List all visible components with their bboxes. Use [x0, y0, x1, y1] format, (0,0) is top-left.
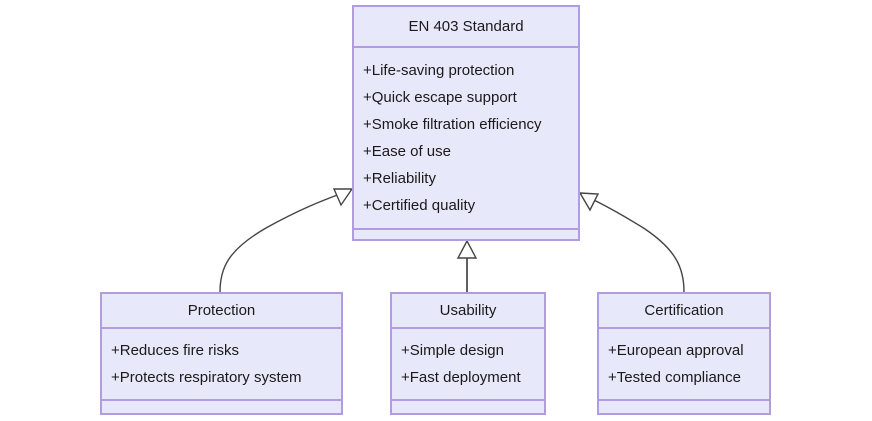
class-box-en403-standard[interactable]: EN 403 Standard +Life-saving protection …: [352, 5, 580, 241]
class-attribute: +Quick escape support: [363, 89, 517, 106]
class-name-en403-standard: EN 403 Standard: [354, 7, 578, 48]
class-box-protection[interactable]: Protection +Reduces fire risks +Protects…: [100, 292, 343, 415]
class-attribute: +Tested compliance: [608, 369, 741, 386]
generalization-usability-to-en403: [456, 239, 478, 292]
class-box-usability[interactable]: Usability +Simple design +Fast deploymen…: [390, 292, 546, 415]
class-attribute: +Simple design: [401, 342, 504, 359]
class-attributes-protection: +Reduces fire risks +Protects respirator…: [102, 329, 341, 401]
class-attribute: +European approval: [608, 342, 744, 359]
class-operations-certification: [599, 401, 769, 415]
class-operations-protection: [102, 401, 341, 415]
class-attribute: +Protects respiratory system: [111, 369, 302, 386]
generalization-protection-to-en403: [219, 188, 354, 293]
class-attributes-certification: +European approval +Tested compliance: [599, 329, 769, 401]
class-attributes-usability: +Simple design +Fast deployment: [392, 329, 544, 401]
generalization-certification-to-en403: [578, 192, 685, 293]
class-attribute: +Ease of use: [363, 143, 451, 160]
class-attribute: +Fast deployment: [401, 369, 521, 386]
class-attribute: +Reduces fire risks: [111, 342, 239, 359]
class-attribute: +Smoke filtration efficiency: [363, 116, 542, 133]
class-attribute: +Certified quality: [363, 197, 476, 214]
class-attributes-en403-standard: +Life-saving protection +Quick escape su…: [354, 48, 578, 230]
class-attribute: +Life-saving protection: [363, 62, 515, 79]
class-box-certification[interactable]: Certification +European approval +Tested…: [597, 292, 771, 415]
class-name-protection: Protection: [102, 294, 341, 329]
class-name-certification: Certification: [599, 294, 769, 329]
class-operations-usability: [392, 401, 544, 415]
class-attribute: +Reliability: [363, 170, 436, 187]
class-name-usability: Usability: [392, 294, 544, 329]
class-operations-en403-standard: [354, 230, 578, 243]
